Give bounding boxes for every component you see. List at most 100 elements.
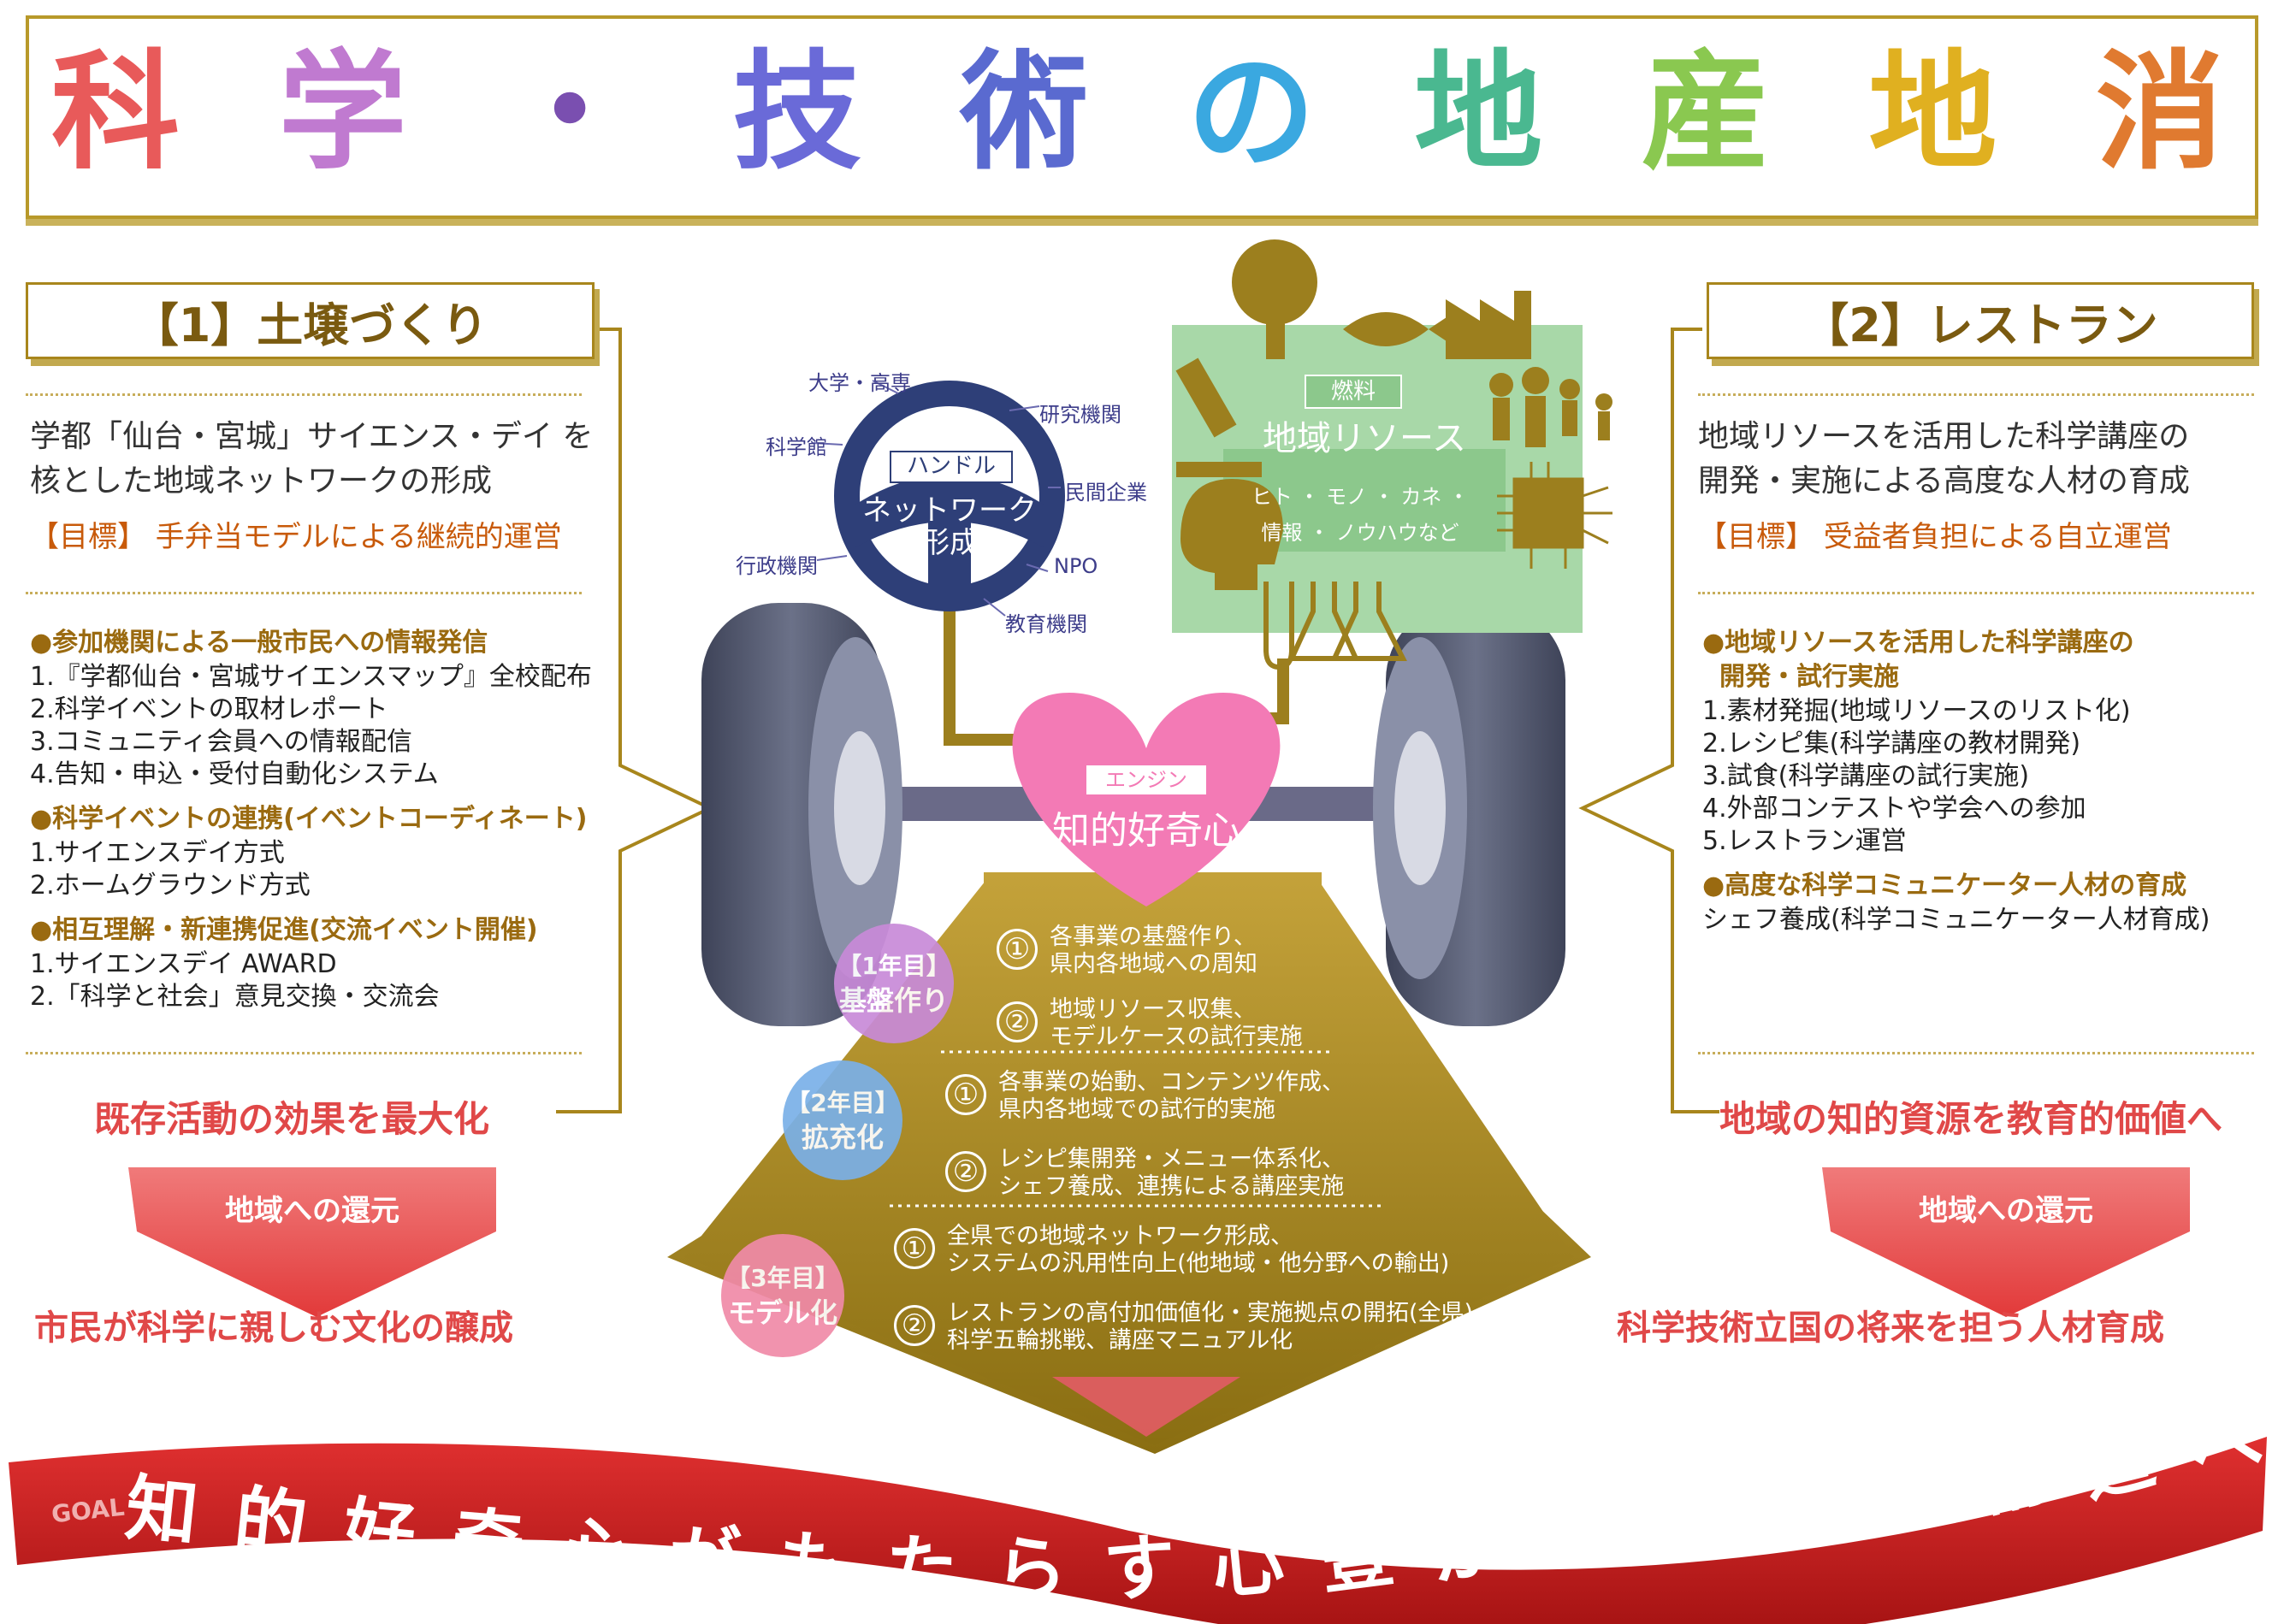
- step-number: ②: [945, 1151, 986, 1192]
- step-text: レストランの高付加価値化・実施拠点の開拓(全県)、科学五輪挑戦、講座マニュアル化: [947, 1300, 1497, 1354]
- left-return-arrow: [128, 1167, 496, 1317]
- title-char: 産: [1641, 38, 1770, 187]
- section-item: 2.ホームグラウンド方式: [30, 871, 311, 901]
- right-arrow-label: 地域への還元: [1919, 1194, 2093, 1228]
- section-item: シェフ養成(科学コミュニケーター人材育成): [1702, 905, 2210, 935]
- engine-heart: [1012, 693, 1281, 906]
- section-title: ●科学イベントの連携(イベントコーディネート): [30, 804, 588, 834]
- section-item: 2.レシピ集(科学講座の教材開発): [1702, 729, 2081, 759]
- left-result: 市民が科学に親しむ文化の醸成: [34, 1308, 513, 1348]
- right-bracket: [1578, 328, 1719, 1113]
- microscope-icon: [1175, 357, 1262, 477]
- year-circle: 【1年目】基盤作り: [834, 924, 954, 1043]
- chip-icon: [1497, 462, 1612, 569]
- handle-label: ネットワーク 形成: [862, 493, 1037, 560]
- step-number: ①: [894, 1228, 935, 1269]
- right-header: 【2】レストラン: [1707, 282, 2254, 359]
- section-item: 2.科学イベントの取材レポート: [30, 694, 388, 724]
- left-conclusion: 既存活動の効果を最大化: [94, 1098, 490, 1140]
- section-title: ●地域リソースを活用した科学講座の: [1702, 628, 2134, 658]
- fuel-panel: [1172, 325, 1583, 633]
- goal-char: 心: [1208, 1519, 1288, 1609]
- engine-tag: エンジン: [1086, 765, 1206, 794]
- title-char: の: [1186, 38, 1316, 187]
- step-text: 各事業の始動、コンテンツ作成、県内各地域での試行的実施: [998, 1069, 1345, 1123]
- network-node-government: 行政機関: [736, 554, 818, 578]
- section-title: ●相互理解・新連携促進(交流イベント開催): [30, 915, 538, 945]
- section-item: 5.レストラン運営: [1702, 826, 1907, 856]
- section-item: 2.「科学と社会」意見交換・交流会: [30, 982, 440, 1012]
- tree-icon: [1232, 239, 1317, 359]
- left-tire: [701, 603, 902, 1026]
- section-item: 3.コミュニティ会員への情報配信: [30, 727, 412, 757]
- right-return-arrow: [1822, 1167, 2190, 1317]
- step-text: レシピ集開発・メニュー体系化、シェフ養成、連携による講座実施: [998, 1146, 1345, 1200]
- goal-char: 好: [339, 1488, 419, 1579]
- title-char: ・: [506, 38, 635, 187]
- step-number: ①: [945, 1074, 986, 1115]
- people-icon: [1489, 367, 1612, 447]
- fish-icon: [1343, 312, 1454, 346]
- right-desc-1: 地域リソースを活用した科学講座の: [1698, 419, 2190, 454]
- right-tire: [1373, 603, 1565, 1026]
- step-text: 地域リソース収集、モデルケースの試行実施: [1050, 996, 1303, 1050]
- title-char: 術: [960, 38, 1089, 187]
- section-title: ●高度な科学コミュニケーター人材の育成: [1702, 871, 2187, 901]
- network-node-museum: 科学館: [766, 435, 827, 459]
- network-node-education: 教育機関: [1005, 612, 1087, 636]
- goal-char: も: [777, 1522, 850, 1608]
- section-title: 開発・試行実施: [1719, 662, 1899, 692]
- section-item: 4.告知・申込・受付自動化システム: [30, 759, 439, 789]
- flask-icons: [1263, 582, 1407, 670]
- network-node-company: 民間企業: [1065, 481, 1147, 505]
- year-circle: 【3年目】モデル化: [721, 1234, 844, 1357]
- left-header: 【1】土壌づくり: [26, 282, 595, 359]
- factory-icon: [1446, 291, 1531, 359]
- year-circle: 【2年目】拡充化: [783, 1060, 902, 1180]
- goal-char: が: [666, 1515, 743, 1603]
- left-desc-2: 核とした地域ネットワークの形成: [30, 464, 493, 499]
- goal-char: 的: [230, 1477, 311, 1568]
- section-title: ●参加機関による一般市民への情報発信: [30, 628, 488, 658]
- left-desc-1: 学都「仙台・宮城」サイエンス・デイ を: [30, 419, 594, 454]
- title-char: 消: [2095, 38, 2224, 187]
- goal-char: た: [885, 1526, 959, 1611]
- title-char: 技: [732, 38, 861, 187]
- title-char: 学: [278, 38, 407, 187]
- title-box: [26, 15, 2258, 219]
- section-item: 1.サイエンスデイ方式: [30, 838, 285, 868]
- goal-char: 知: [121, 1465, 203, 1557]
- right-desc-2: 開発・実施による高度な人材の育成: [1698, 464, 2190, 499]
- goal-char: 奇: [448, 1498, 527, 1589]
- left-goal: 【目標】 手弁当モデルによる継続的運営: [30, 520, 562, 554]
- section-item: 4.外部コンテストや学会への参加: [1702, 794, 2086, 824]
- step-number: ①: [997, 929, 1038, 970]
- goal-char: か: [1423, 1502, 1508, 1597]
- fuel-title: 地域リソース: [1263, 419, 1466, 458]
- fuel-items: ヒト ・ モノ ・ カネ ・ 情報 ・ ノウハウなど: [1251, 485, 1470, 545]
- right-conclusion: 地域の知的資源を教育的価値へ: [1719, 1098, 2223, 1140]
- goal-banner: [9, 1437, 2267, 1624]
- section-item: 3.試食(科学講座の試行実施): [1702, 761, 2030, 791]
- step-number: ②: [997, 1001, 1038, 1042]
- network-node-research: 研究機関: [1039, 403, 1121, 427]
- step-text: 全県での地域ネットワーク形成、システムの汎用性向上(他地域・他分野への輸出): [947, 1223, 1450, 1277]
- section-item: 1.『学都仙台・宮城サイエンスマップ』全校配布: [30, 662, 592, 692]
- steering-wheel: [834, 381, 1065, 611]
- section-item: 1.サイエンスデイ AWARD: [30, 949, 337, 979]
- network-node-university: 大学・高専: [808, 371, 911, 395]
- step-number: ②: [894, 1305, 935, 1346]
- head-icon: [1180, 479, 1283, 590]
- section-item: 1.素材発掘(地域リソースのリスト化): [1702, 696, 2131, 726]
- goal-char: 豊: [1316, 1511, 1398, 1604]
- goal-char: ら: [993, 1526, 1068, 1613]
- left-arrow-label: 地域への還元: [225, 1194, 399, 1228]
- engine-label: 知的好奇心: [1052, 809, 1240, 853]
- step-text: 各事業の基盤作り、県内各地域への周知: [1050, 924, 1257, 977]
- right-goal: 【目標】 受益者負担による自立運営: [1698, 520, 2172, 554]
- right-result: 科学技術立国の将来を担う人材育成: [1617, 1308, 2164, 1348]
- title-char: 地: [1414, 38, 1543, 187]
- goal-char: 心: [557, 1508, 636, 1597]
- handle-tag: ハンドル: [890, 451, 1013, 483]
